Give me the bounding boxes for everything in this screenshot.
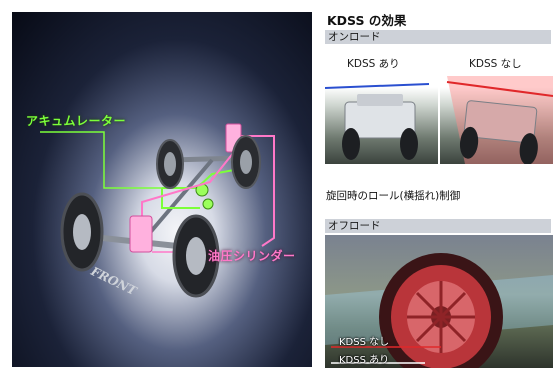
offroad-without-kdss-tag: KDSS なし: [339, 337, 390, 348]
page-title: KDSS の効果: [327, 13, 407, 28]
vehicle-with-kdss: [342, 94, 418, 160]
vehicle-without-kdss: [459, 100, 538, 164]
hydraulic-cylinder-front: [129, 215, 153, 253]
pink-hydraulic-line: [234, 135, 275, 247]
blue-level-line: [325, 83, 430, 89]
offroad-tire: [379, 253, 503, 368]
tire-front-left: [60, 192, 104, 272]
green-hydraulic-line: [161, 188, 200, 209]
tire-rear-right: [231, 135, 261, 189]
tire-rear-left: [156, 139, 184, 189]
offroad-with-kdss-tag: KDSS あり: [339, 355, 390, 366]
without-kdss-label: KDSS なし: [469, 58, 522, 70]
accumulator-label: アキュムレーター: [26, 114, 127, 128]
drive-shaft: [140, 158, 214, 244]
green-hydraulic-line: [162, 169, 235, 189]
accumulator-rear: [202, 198, 214, 210]
hydraulic-cylinder-label: 油圧シリンダー: [208, 249, 296, 263]
offroad-illustration: [325, 253, 553, 368]
kdss-diagram: FRONT アキュムレーター 油圧シリンダー: [12, 12, 312, 367]
roll-control-caption: 旋回時のロール(横揺れ)制御: [326, 190, 461, 202]
onroad-comparison-photo: KDSS あり KDSS なし: [325, 46, 553, 164]
with-kdss-label: KDSS あり: [347, 58, 400, 70]
offroad-comparison-photo: KDSS なし KDSS あり: [325, 235, 553, 368]
tire-front-right: [172, 214, 220, 298]
red-roll-line: [446, 81, 553, 97]
chassis-illustration: FRONT: [40, 123, 275, 299]
pink-hydraulic-line: [141, 151, 235, 218]
offroad-section-header: オフロード: [325, 219, 551, 233]
onroad-section-header: オンロード: [325, 30, 551, 44]
front-label: FRONT: [88, 264, 140, 299]
onroad-illustration: [325, 46, 553, 164]
accumulator-leader-line: [40, 131, 162, 189]
